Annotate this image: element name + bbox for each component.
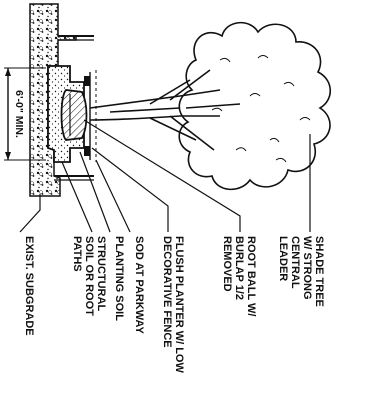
label-flush-planter: FLUSH PLANTER W/ LOW DECORATIVE FENCE (161, 236, 185, 373)
svg-text:REMOVED: REMOVED (221, 236, 233, 292)
canopy-texture (211, 55, 311, 163)
svg-text:ROOT BALL W/: ROOT BALL W/ (245, 236, 257, 316)
label-planting-soil: PLANTING SOIL (113, 236, 125, 321)
svg-text:EXIST. SUBGRADE: EXIST. SUBGRADE (23, 236, 35, 336)
sidewalk-slab (54, 35, 94, 181)
tree-trunk (89, 69, 241, 151)
svg-text:FLUSH PLANTER W/ LOW: FLUSH PLANTER W/ LOW (173, 236, 185, 373)
svg-text:PATHS: PATHS (71, 236, 83, 272)
leader-lines (19, 119, 311, 233)
label-sod: SOD AT PARKWAY (133, 236, 145, 334)
svg-text:CENTRAL: CENTRAL (289, 236, 301, 289)
svg-text:LEADER: LEADER (277, 236, 289, 281)
svg-text:STRUCTURAL: STRUCTURAL (95, 236, 107, 311)
dimension-text: 6'-0" MIN. (13, 90, 25, 138)
flush-planter-curb (84, 70, 97, 162)
svg-text:SOIL OR ROOT: SOIL OR ROOT (83, 236, 95, 316)
label-root-ball: ROOT BALL W/ BURLAP 1/2 REMOVED (221, 236, 257, 316)
label-subgrade: EXIST. SUBGRADE (23, 236, 35, 336)
dimension-marker (4, 67, 46, 161)
svg-text:BURLAP 1/2: BURLAP 1/2 (233, 236, 245, 300)
tree-canopy (178, 21, 332, 191)
label-structural-soil: STRUCTURAL SOIL OR ROOT PATHS (71, 236, 107, 316)
root-ball (60, 89, 88, 141)
svg-text:SHADE TREE: SHADE TREE (313, 236, 325, 307)
svg-text:W/ STRONG: W/ STRONG (301, 236, 313, 300)
svg-text:DECORATIVE FENCE: DECORATIVE FENCE (161, 236, 173, 348)
label-shade-tree: SHADE TREE W/ STRONG CENTRAL LEADER (277, 236, 325, 307)
svg-text:SOD AT PARKWAY: SOD AT PARKWAY (133, 236, 145, 334)
svg-text:PLANTING SOIL: PLANTING SOIL (113, 236, 125, 321)
